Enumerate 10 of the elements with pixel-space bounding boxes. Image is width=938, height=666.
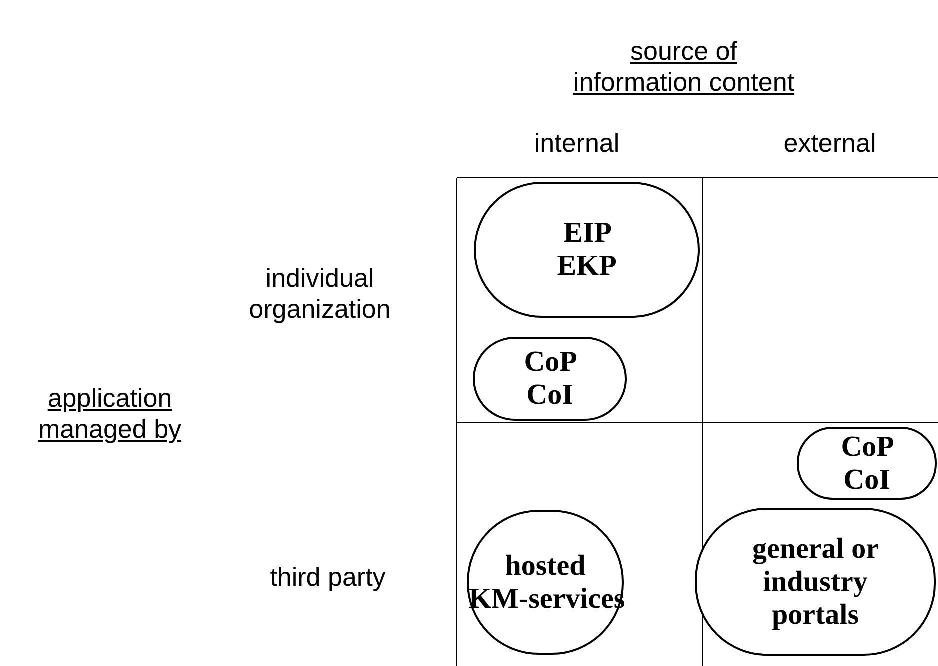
- axis-title: source of information content: [572, 36, 796, 98]
- column-header: internal: [533, 128, 621, 160]
- rounded-box: CoP CoI: [473, 337, 627, 421]
- rounded-box: CoP CoI: [797, 427, 937, 500]
- axis-title: application managed by: [37, 383, 183, 446]
- column-header: external: [782, 128, 878, 160]
- rounded-box: general or industry portals: [695, 508, 936, 656]
- row-header: individual organization: [248, 263, 392, 326]
- row-header: third party: [269, 562, 387, 594]
- rounded-box: EIP EKP: [474, 182, 700, 318]
